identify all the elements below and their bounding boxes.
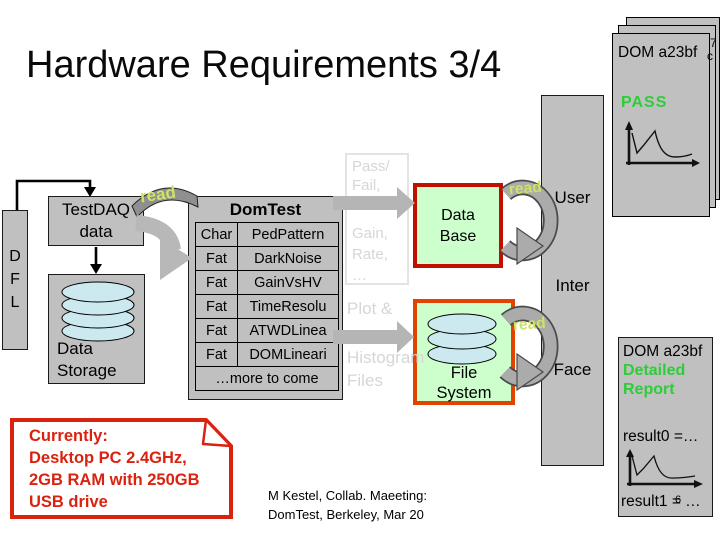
passfail-line: Fail, xyxy=(352,177,381,194)
table-row: …more to come xyxy=(195,366,339,391)
pass-result-card: DOM a23bf PASS xyxy=(612,33,710,217)
arrowhead-down-icon xyxy=(90,264,102,274)
read-label-testdaq: read xyxy=(138,182,177,207)
table-row: Fat ATWDLinea xyxy=(195,318,339,343)
test-name-cell: DarkNoise xyxy=(237,246,339,271)
table-row: Fat DarkNoise xyxy=(195,246,339,271)
passfail-line: … xyxy=(352,267,367,284)
test-type-cell: Fat xyxy=(195,318,238,343)
report-report-label: Report xyxy=(623,381,675,398)
testdaq-line1: TestDAQ xyxy=(61,200,131,219)
testdaq-line2: data xyxy=(79,222,113,241)
dfl-letter-d: D xyxy=(9,248,21,265)
page-title: Hardware Requirements 3/4 xyxy=(26,44,502,86)
peek-text-bottom: c xyxy=(707,49,713,63)
test-name-cell: DOMLineari xyxy=(237,342,339,367)
filesystem-box: File System xyxy=(413,299,515,405)
result1-label: result1 = … xyxy=(621,493,701,510)
result-sparkline-icon xyxy=(626,449,703,488)
test-type-cell: Fat xyxy=(195,270,238,295)
storage-line1: Data xyxy=(57,339,93,358)
detailed-report-card: DOM a23bf Detailed Report result0 =… res… xyxy=(618,337,713,517)
test-type-cell: Char xyxy=(195,222,238,247)
filesystem-cylinder-icon xyxy=(427,313,497,365)
ui-label-inter: Inter xyxy=(555,276,590,295)
table-row: Fat GainVsHV xyxy=(195,270,339,295)
note-line: USB drive xyxy=(29,493,108,511)
note-line: 2GB RAM with 250GB xyxy=(29,471,200,489)
domtest-title: DomTest xyxy=(229,200,302,219)
dfl-letter-f: F xyxy=(10,271,20,288)
result0-label: result0 =… xyxy=(623,428,699,445)
footer-line2: DomTest, Berkeley, Mar 20 xyxy=(268,507,424,522)
test-type-cell: Fat xyxy=(195,294,238,319)
read-label-filesystem: read xyxy=(512,314,547,335)
note-line: Currently: xyxy=(29,427,108,445)
database-line1: Data xyxy=(441,206,475,224)
folded-note-shape xyxy=(10,418,233,519)
read-label-database: read xyxy=(508,178,543,199)
pass-status-label: PASS xyxy=(621,94,668,111)
footer-line1: M Kestel, Collab. Maeeting: xyxy=(268,488,427,503)
filesystem-line2: System xyxy=(436,384,492,402)
peek-text-top: 7 xyxy=(710,36,717,50)
files-label: Files xyxy=(347,371,383,390)
domtest-box: DomTest Char PedPattern Fat DarkNoise Fa… xyxy=(188,196,343,400)
test-name-cell: ATWDLinea xyxy=(237,318,339,343)
arrowhead-right-icon xyxy=(516,226,545,266)
hardware-note: Currently: Desktop PC 2.4GHz, 2GB RAM wi… xyxy=(9,417,235,521)
passfail-line: Pass/ xyxy=(352,158,390,175)
footer-credit: M Kestel, Collab. Maeeting: DomTest, Ber… xyxy=(268,486,427,524)
test-name-cell: TimeResolu xyxy=(237,294,339,319)
test-name-cell: GainVsHV xyxy=(237,270,339,295)
testdaq-data-box: TestDAQ data xyxy=(48,196,144,246)
dfl-letter-l: L xyxy=(10,294,20,311)
report-detailed-label: Detailed xyxy=(623,362,686,379)
test-type-cell: Fat xyxy=(195,246,238,271)
report-title: DOM a23bf xyxy=(623,343,703,360)
database-cylinder-icon xyxy=(61,281,135,342)
database-line2: Base xyxy=(439,227,477,245)
passfail-line: Gain, xyxy=(352,225,388,242)
table-row: Fat DOMLineari xyxy=(195,342,339,367)
ui-label-face: Face xyxy=(553,360,592,379)
table-row: Fat TimeResolu xyxy=(195,294,339,319)
dfl-box: D F L xyxy=(2,210,28,350)
more-to-come-cell: …more to come xyxy=(195,366,339,391)
arrowhead-right-icon xyxy=(516,352,545,392)
data-storage-box: Data Storage xyxy=(48,274,145,384)
passfail-line: Rate, xyxy=(352,246,388,263)
pass-card-title: DOM a23bf xyxy=(618,44,698,61)
database-box: Data Base xyxy=(413,183,503,268)
histogram-label: Histogram xyxy=(347,348,425,367)
test-name-cell: PedPattern xyxy=(237,222,339,247)
sparkline-chart-icon xyxy=(625,121,700,167)
table-row: Char PedPattern xyxy=(195,222,339,247)
domtest-test-table: Char PedPattern Fat DarkNoise Fat GainVs… xyxy=(195,222,339,391)
ui-label-user: User xyxy=(554,188,591,207)
note-line: Desktop PC 2.4GHz, xyxy=(29,449,187,467)
plot-label: Plot & xyxy=(347,299,393,318)
user-interface-box: User Inter Face xyxy=(541,95,604,466)
slide-page-number: 6 xyxy=(675,494,682,506)
filesystem-line1: File xyxy=(450,364,478,382)
passfail-output-box: Pass/ Fail, Gain, Rate, … xyxy=(345,153,409,285)
storage-line2: Storage xyxy=(57,361,117,380)
test-type-cell: Fat xyxy=(195,342,238,367)
